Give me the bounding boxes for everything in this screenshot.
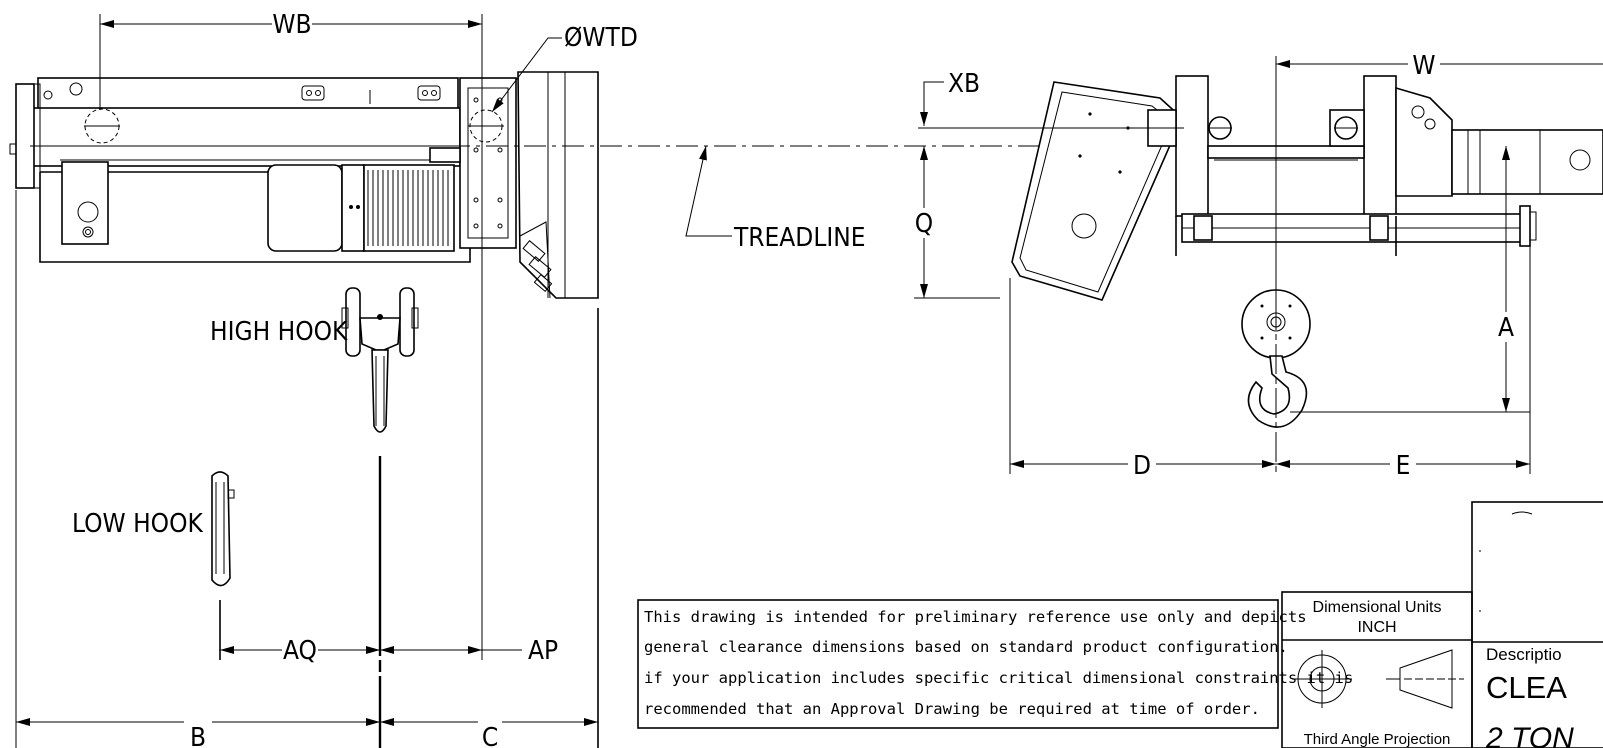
description-value: CLEA bbox=[1486, 670, 1567, 705]
projection-label: Third Angle Projection bbox=[1304, 731, 1451, 748]
label-treadline: TREADLINE bbox=[733, 223, 866, 253]
dim-wb: WB bbox=[272, 10, 311, 40]
label-low-hook: LOW HOOK bbox=[72, 509, 203, 539]
dim-q: Q bbox=[915, 209, 933, 239]
note-line-4: recommended that an Approval Drawing be … bbox=[644, 700, 1260, 718]
note-line-3: if your application includes specific cr… bbox=[644, 669, 1353, 687]
end-motor-housing bbox=[1011, 81, 1183, 301]
units-value: INCH bbox=[1357, 619, 1396, 636]
note-line-1: This drawing is intended for preliminary… bbox=[644, 608, 1307, 626]
side-end-cap bbox=[15, 83, 35, 189]
side-cover bbox=[517, 71, 599, 299]
high-hook bbox=[341, 287, 419, 433]
side-motor-fins bbox=[363, 164, 455, 252]
side-view bbox=[9, 14, 599, 748]
dim-ap: AP bbox=[528, 636, 558, 666]
dim-d: D bbox=[1133, 451, 1151, 481]
units-label: Dimensional Units bbox=[1313, 599, 1442, 616]
end-view bbox=[1009, 56, 1603, 474]
dim-c: C bbox=[482, 723, 498, 748]
dim-xb: XB bbox=[948, 69, 980, 99]
end-drive-motor bbox=[1451, 129, 1603, 195]
low-hook bbox=[211, 471, 235, 587]
dim-a: A bbox=[1498, 313, 1514, 343]
dim-b: B bbox=[190, 723, 206, 748]
dim-w: W bbox=[1412, 51, 1435, 81]
side-frame-top bbox=[37, 77, 459, 111]
note-line-2: general clearance dimensions based on st… bbox=[644, 638, 1288, 656]
label-high-hook: HIGH HOOK bbox=[210, 317, 348, 347]
dim-wtd: ØWTD bbox=[564, 23, 638, 53]
side-drum-body bbox=[29, 107, 461, 167]
side-motor bbox=[267, 164, 343, 252]
side-bracket bbox=[61, 161, 109, 245]
end-hook-block bbox=[1241, 289, 1311, 474]
side-gearbox bbox=[459, 77, 517, 249]
dim-e: E bbox=[1396, 451, 1411, 481]
third-angle-projection-icon bbox=[1292, 649, 1464, 709]
description-label: Descriptio bbox=[1486, 645, 1562, 664]
end-side-plate-right bbox=[1363, 75, 1397, 217]
disclaimer-note: This drawing is intended for preliminary… bbox=[637, 599, 1353, 729]
capacity-text: 2 TON bbox=[1485, 722, 1574, 748]
end-side-plate-left bbox=[1175, 75, 1209, 217]
title-block: Dimensional Units INCH Third Angle Proje… bbox=[1281, 501, 1603, 748]
dim-aq: AQ bbox=[283, 636, 317, 666]
